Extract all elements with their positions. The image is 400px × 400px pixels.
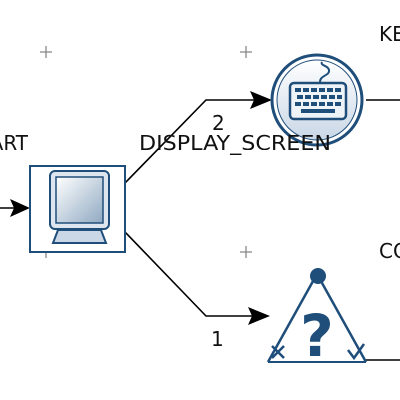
arrowhead bbox=[248, 307, 270, 325]
edge-label-to-keyboard: 2 bbox=[212, 111, 225, 135]
grid-marker bbox=[240, 46, 252, 58]
svg-text:?: ? bbox=[300, 302, 334, 370]
question-triangle-icon: ? bbox=[266, 268, 368, 370]
keyboard-node-label: KEYBOARD bbox=[379, 22, 400, 46]
arrowhead bbox=[10, 199, 30, 217]
connector-to-condition[interactable] bbox=[124, 231, 262, 317]
arrowhead bbox=[250, 91, 272, 109]
start-node-label: START bbox=[0, 131, 29, 155]
grid-marker bbox=[40, 46, 52, 58]
cross-icon bbox=[271, 345, 285, 359]
check-icon bbox=[347, 343, 366, 361]
keyboard-node[interactable] bbox=[270, 53, 364, 147]
start-node[interactable] bbox=[29, 165, 126, 253]
edge-label-to-condition: 1 bbox=[211, 327, 224, 351]
grid-marker bbox=[240, 246, 252, 258]
monitor-icon bbox=[49, 170, 110, 244]
condition-node-label: CONDITION bbox=[379, 239, 400, 263]
keyboard-icon bbox=[270, 53, 364, 147]
connector-to-keyboard[interactable] bbox=[124, 99, 268, 184]
label-mask bbox=[242, 150, 362, 159]
condition-node[interactable]: ? bbox=[266, 268, 368, 370]
